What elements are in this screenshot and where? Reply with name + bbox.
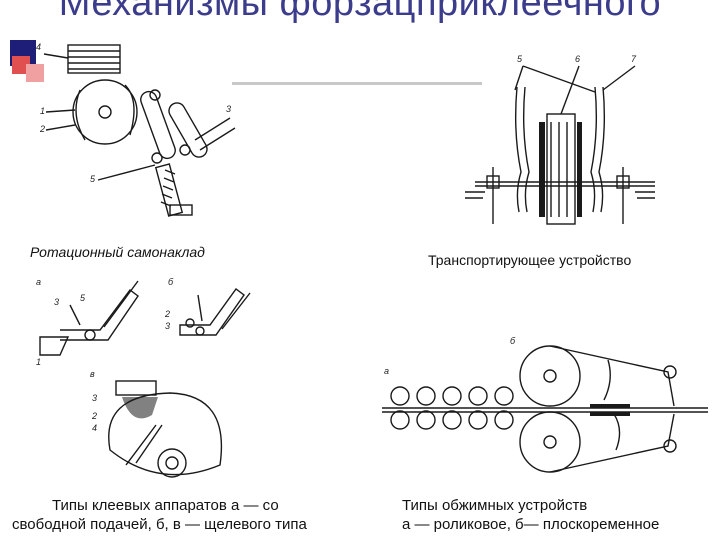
glue-label-a1: 1: [36, 357, 41, 367]
glue-label-a3: 3: [54, 297, 59, 307]
caption-pressing-devices-line2: а — роликовое, б— плоскоременное: [402, 516, 660, 533]
transport-label-5: 5: [517, 54, 523, 64]
rotary-label-1: 1: [40, 106, 45, 116]
paper-stack: [67, 44, 121, 74]
glue-label-c2: 2: [91, 411, 97, 421]
rotary-label-5: 5: [90, 174, 96, 184]
glue-label-c: в: [90, 369, 95, 379]
press-label-a: а: [384, 366, 389, 376]
glue-label-b3: 3: [165, 321, 170, 331]
glue-label-c4: 4: [92, 423, 97, 433]
transport-label-7: 7: [631, 54, 637, 64]
caption-rotary-feeder: Ротационный самонаклад: [30, 244, 205, 260]
feeder-drum: [72, 79, 138, 145]
rotary-label-4: 4: [36, 42, 41, 52]
transport-device-diagram: 5 6 7: [465, 54, 655, 225]
glue-label-a: а: [36, 277, 41, 287]
caption-pressing-devices-line1: Типы обжимных устройств: [402, 497, 588, 514]
slide-title: Механизмы форзацприклеечного: [58, 0, 662, 24]
rotary-label-3: 3: [226, 104, 231, 114]
decor-square-pink: [26, 64, 44, 82]
roller-rows: [390, 386, 514, 430]
press-label-b: б: [510, 336, 516, 346]
glue-label-c3: 3: [92, 393, 97, 403]
decor-square-red: [12, 56, 30, 74]
pressing-wheel-top: [519, 345, 581, 407]
glue-label-a5: 5: [80, 293, 86, 303]
glue-label-b2: 2: [164, 309, 170, 319]
transport-label-6: 6: [575, 54, 580, 64]
glue-label-b: б: [168, 277, 174, 287]
caption-glue-apparatus-line2: свободной подачей, б, в — щелевого типа: [12, 516, 307, 533]
rotary-label-2: 2: [39, 124, 45, 134]
title-divider: [232, 82, 482, 85]
rotary-feeder-diagram: 4 1 2 3 5: [36, 42, 236, 217]
pressing-devices-diagram: а б: [382, 336, 708, 473]
caption-transport-device: Транспортирующее устройство: [428, 252, 632, 268]
caption-glue-apparatus-line1: Типы клеевых аппаратов а — со: [52, 497, 279, 514]
glue-apparatus-diagram: а 3 5 1 б 2 3 в 3 2 4: [36, 277, 251, 478]
pressing-wheel-bottom: [519, 411, 581, 473]
